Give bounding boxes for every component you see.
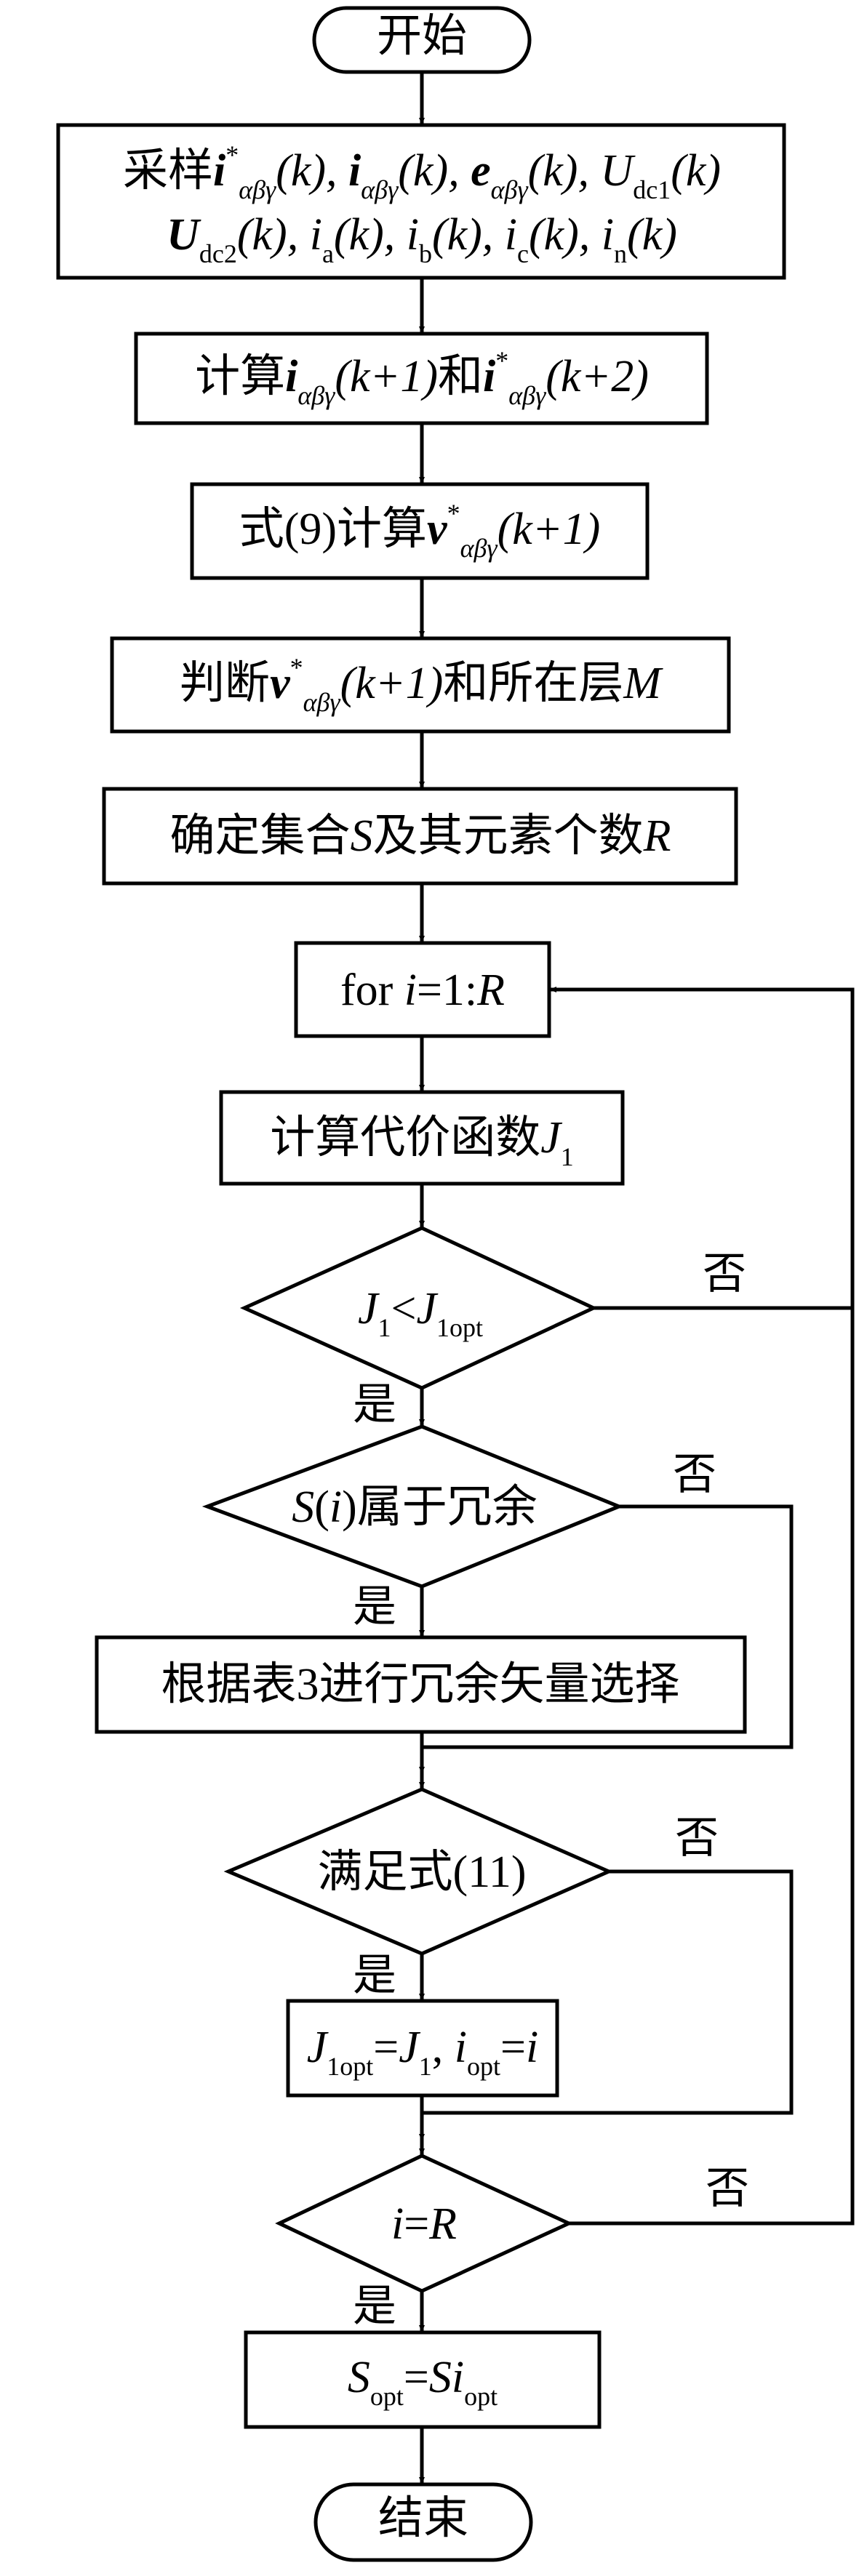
compute-label: 计算iαβγ(k+1)和i*αβγ(k+2) — [195, 346, 649, 410]
cost-node: 计算代价函数J1 — [219, 1090, 625, 1186]
update-node: J1opt=J1, iopt=i — [286, 1999, 559, 2098]
redundant-label: S(i)属于冗余 — [292, 1482, 538, 1532]
select-label: 根据表3进行冗余矢量选择 — [161, 1660, 679, 1709]
judge-label: 判断v*αβγ(k+1)和所在层M — [180, 653, 663, 717]
edge-label-no-redundant: 否 — [673, 1450, 716, 1498]
edge-label-yes-cmp: 是 — [353, 1381, 396, 1429]
edge-label-no-cmp: 否 — [703, 1250, 746, 1298]
select-node: 根据表3进行冗余矢量选择 — [95, 1635, 747, 1734]
output-node: Sopt=Siopt — [244, 2330, 602, 2429]
edge-label-no-endcheck: 否 — [706, 2164, 749, 2212]
eq9-label: 式(9)计算v*αβγ(k+1) — [239, 499, 601, 563]
cmp-label: J1<J1opt — [358, 1284, 483, 1342]
start-label: 开始 — [377, 12, 467, 61]
set-node: 确定集合S及其元素个数R — [102, 787, 738, 886]
start-node: 开始 — [312, 6, 532, 74]
eq9-node: 式(9)计算v*αβγ(k+1) — [190, 482, 650, 580]
eq11-node: 满足式(11) — [223, 1787, 614, 1956]
output-label: Sopt=Siopt — [348, 2353, 498, 2411]
edge-label-no-eq11: 否 — [675, 1814, 719, 1862]
loop-node: for i=1:R — [294, 941, 551, 1038]
end-label: 结束 — [378, 2494, 468, 2543]
end-check-label: i=R — [391, 2199, 457, 2249]
eq11-label: 满足式(11) — [318, 1847, 527, 1897]
loop-label: for i=1:R — [340, 966, 505, 1015]
edge-redundant-no — [419, 1504, 794, 1774]
edge-label-yes-endcheck: 是 — [353, 2282, 396, 2330]
sample-line1: 采样i*αβγ(k), iαβγ(k), eαβγ(k), Udc1(k) — [123, 140, 721, 204]
cmp-node: J1<J1opt — [239, 1226, 598, 1390]
edge-endcheck-no-loopback — [549, 987, 855, 2226]
end-node: 结束 — [313, 2482, 533, 2562]
cost-label: 计算代价函数J1 — [270, 1113, 574, 1171]
redundant-node: S(i)属于冗余 — [201, 1424, 624, 1589]
edge-label-yes-redundant: 是 — [353, 1583, 396, 1631]
edge-label-yes-eq11: 是 — [353, 1951, 396, 1999]
sample-line2: Udc2(k), ia(k), ib(k), ic(k), in(k) — [167, 210, 677, 268]
set-label: 确定集合S及其元素个数R — [170, 811, 671, 861]
sample-node: 采样i*αβγ(k), iαβγ(k), eαβγ(k), Udc1(k) Ud… — [56, 123, 786, 280]
edge-eq11-no — [419, 1869, 794, 2141]
end-check-node: i=R — [275, 2154, 573, 2293]
judge-node: 判断v*αβγ(k+1)和所在层M — [110, 636, 731, 734]
update-label: J1opt=J1, iopt=i — [307, 2023, 539, 2081]
edges — [419, 72, 855, 2484]
compute-node: 计算iαβγ(k+1)和i*αβγ(k+2) — [134, 332, 709, 425]
